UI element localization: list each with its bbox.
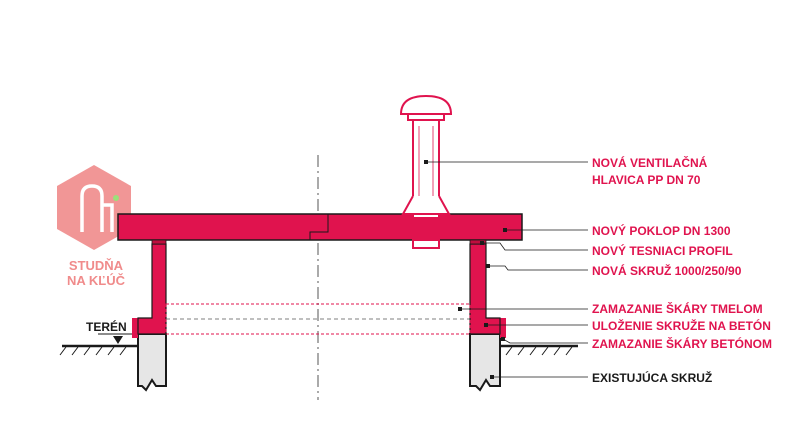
new-ring-right (469, 243, 501, 335)
logo-dot-icon (113, 195, 119, 201)
cover-joint-line (309, 214, 329, 240)
new-ring-left (137, 243, 167, 335)
label-ventilation-line1: NOVÁ VENTILAČNÁ (592, 155, 708, 170)
label-ring: NOVÁ SKRUŽ 1000/250/90 (592, 263, 742, 278)
label-existing-ring: EXISTUJÚCA SKRUŽ (592, 370, 712, 385)
label-joint-sealant: ZAMAZANIE ŠKÁRY TMELOM (592, 301, 763, 316)
existing-ring-left (137, 333, 167, 392)
joint-concrete-right (500, 318, 506, 338)
sealant-gap (165, 303, 471, 335)
terrain-triangle-icon (113, 336, 123, 344)
ventilation-head (399, 94, 453, 249)
ventilation-flange (401, 195, 451, 215)
label-ventilation-line2: HLAVICA PP DN 70 (592, 173, 701, 187)
label-ring-on-concrete: ULOŽENIE SKRUŽE NA BETÓN (592, 318, 771, 333)
terrain-hatching (59, 346, 573, 356)
new-cover (117, 213, 523, 241)
joint-concrete-left (132, 318, 138, 338)
label-terrain: TERÉN (86, 319, 127, 334)
leader-dots (424, 160, 507, 379)
seal-right (469, 239, 487, 245)
terrain-marker: TERÉN (86, 319, 132, 344)
logo-pipe-icon (80, 184, 114, 232)
label-seal: NOVÝ TESNIACI PROFIL (592, 243, 733, 258)
seal-left (151, 239, 167, 245)
label-joint-concrete: ZAMAZANIE ŠKÁRY BETÓNOM (592, 336, 772, 351)
label-cover: NOVÝ POKLOP DN 1300 (592, 223, 731, 238)
leader-lines (426, 161, 588, 378)
existing-ring-right (469, 333, 501, 392)
ventilation-cap (399, 94, 453, 115)
studna-na-kluc-logo: STUDŇA NA KĽÚČ (57, 165, 131, 288)
terrain-ground (59, 344, 578, 356)
logo-line2: NA KĽÚČ (67, 273, 126, 288)
logo-line1: STUDŇA (69, 258, 124, 273)
